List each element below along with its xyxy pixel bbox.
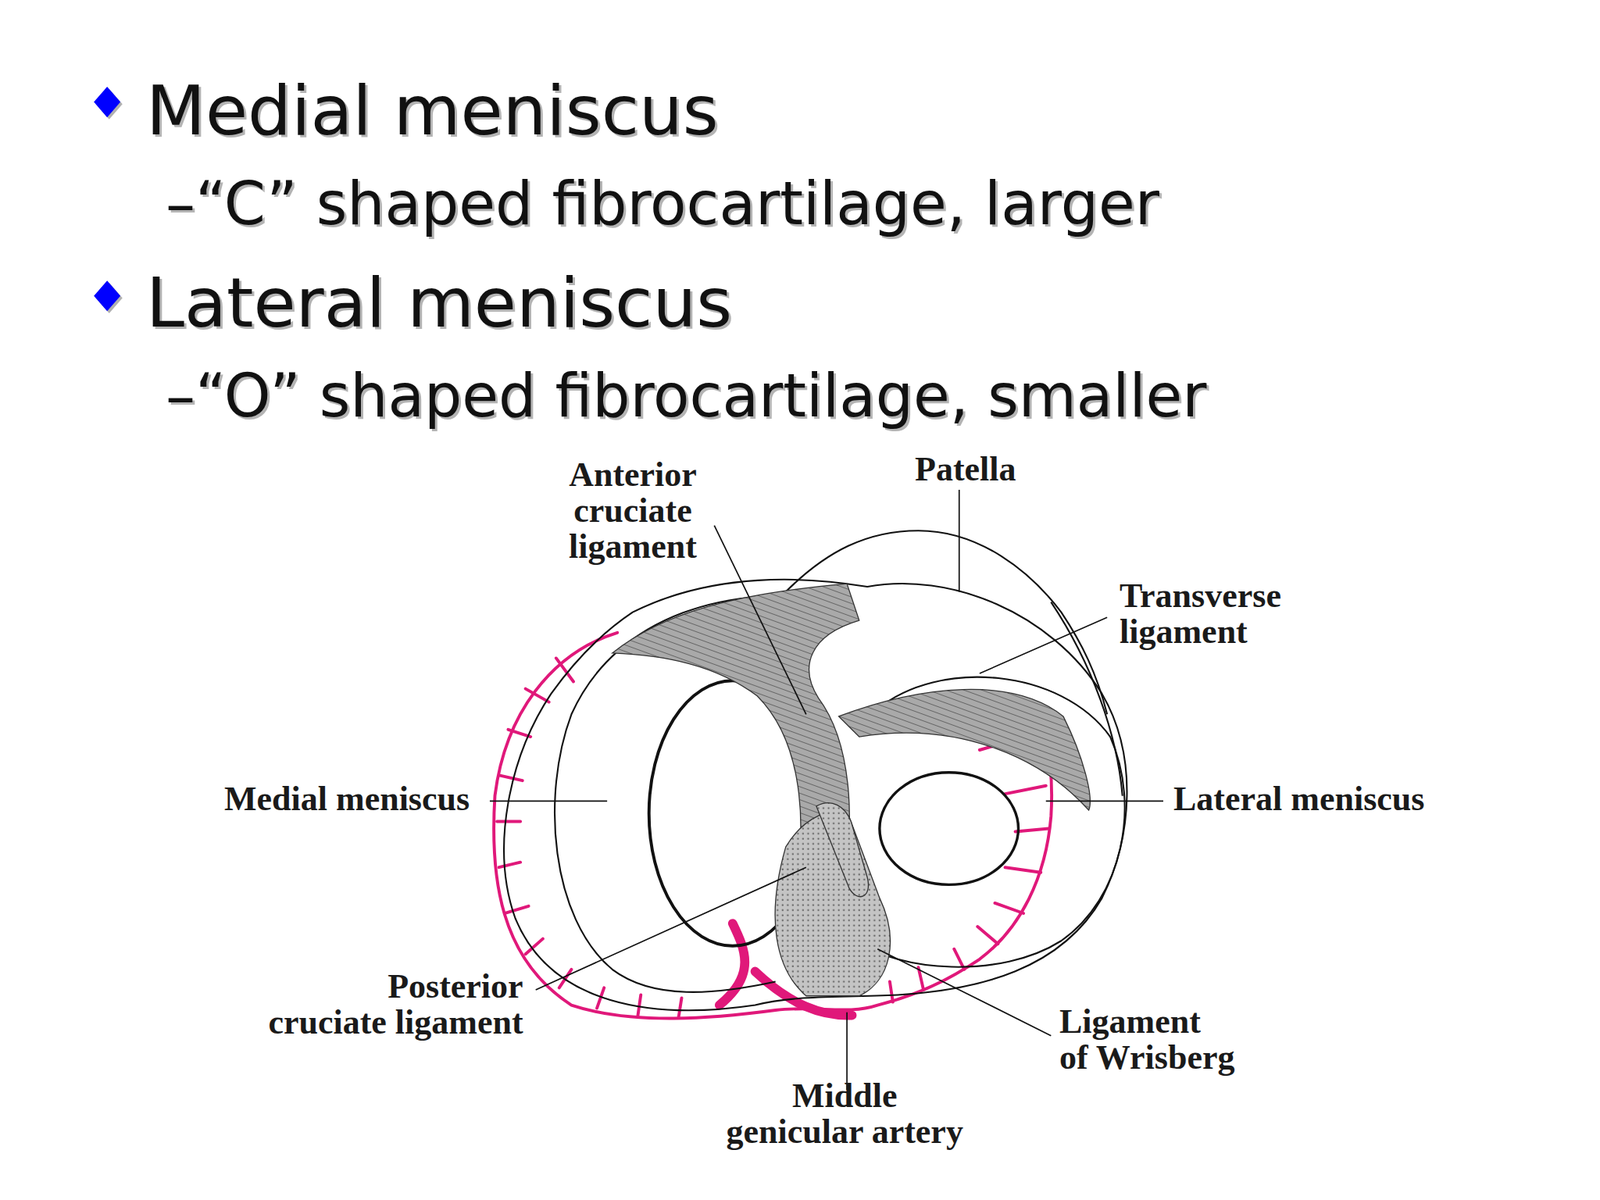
part-label: Transverse ligament [1119,578,1312,650]
leader-line [979,617,1108,674]
bullet-detail: –“O” shaped fibrocartilage, smaller [165,366,1208,426]
tibial-plateau-outline [503,579,1127,1011]
bullet-diamonds [93,86,123,314]
leader-line [489,800,608,802]
leader-line [1046,800,1164,802]
part-label: Posterior cruciate ligament [251,968,524,1041]
part-label: Patella [914,451,1017,488]
part-label: Ligament of Wrisberg [1059,1003,1252,1076]
transverse-ligament [839,689,1091,811]
leader-line [535,867,807,990]
leader-line [877,949,1051,1036]
part-label: Middle genicular artery [722,1078,967,1150]
part-label: Lateral meniscus [1173,781,1425,818]
part-label: Anterior cruciate ligament [555,457,711,566]
leader-lines [489,489,1164,1090]
bullet-diamond [93,280,121,311]
part-label: Medial meniscus [224,781,470,818]
bullet-detail: –“C” shaped fibrocartilage, larger [165,174,1160,234]
leader-line [714,525,807,715]
lateral-meniscus-inner [879,772,1019,886]
bullet-diamond [93,86,121,118]
leader-line [958,489,961,593]
knee-outlines [503,530,1127,1011]
bullet-heading: Medial meniscus [146,76,719,146]
ligament-of-wrisberg [816,803,869,897]
bullet-heading: Lateral meniscus [146,268,733,338]
